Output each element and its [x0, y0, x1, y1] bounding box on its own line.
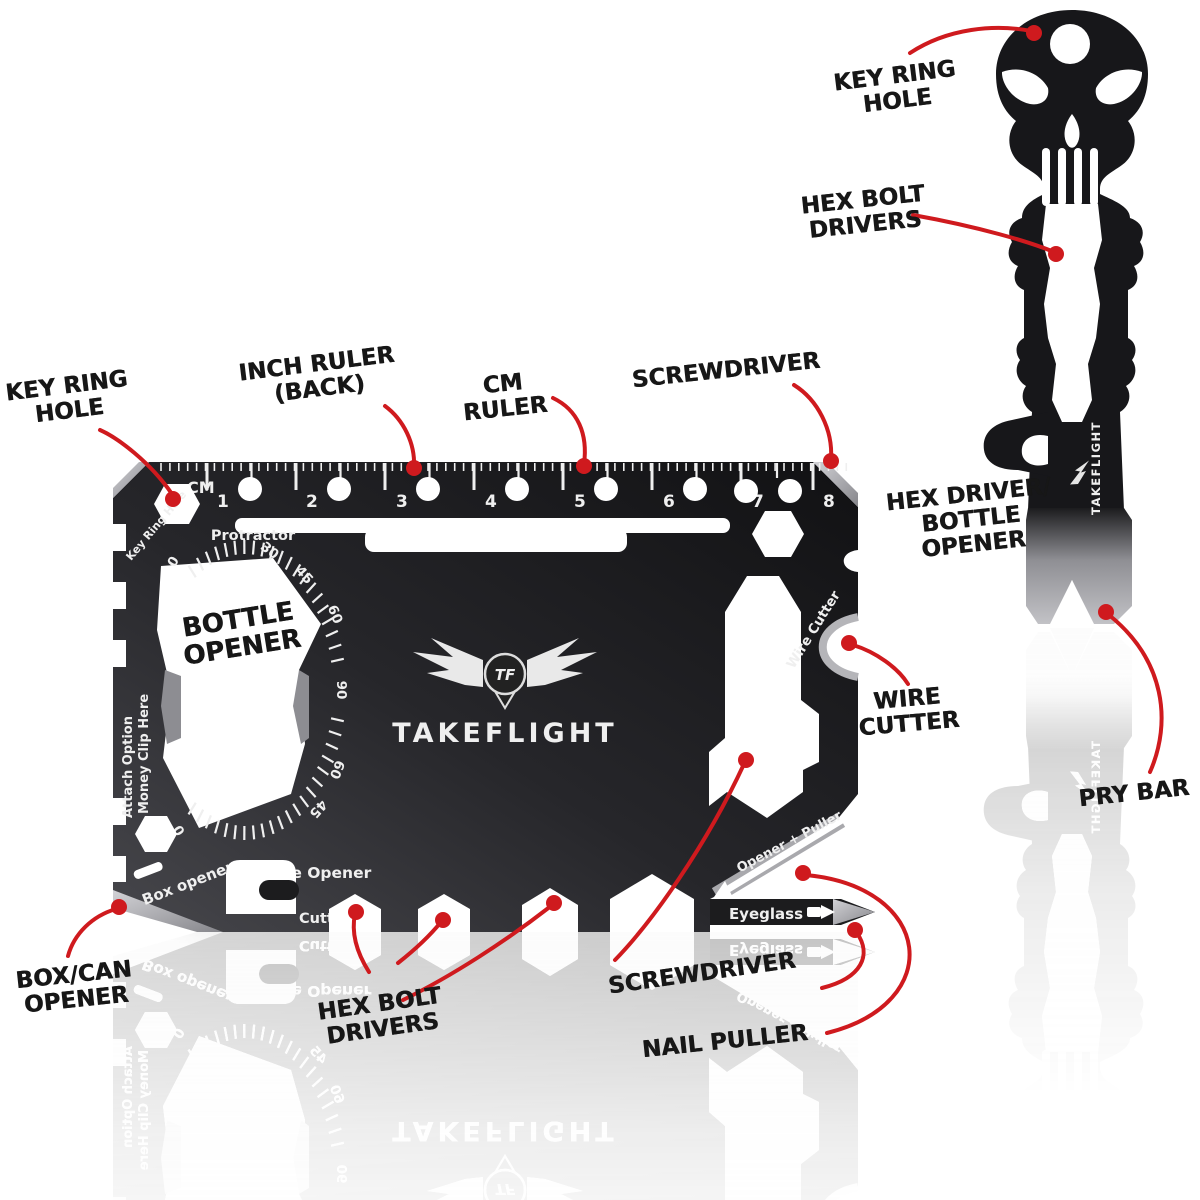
skull-eye-right	[1095, 69, 1142, 105]
card-bevel-top-right	[813, 462, 858, 507]
box-opener-blade	[113, 890, 223, 932]
bottle-opener-hook-right	[293, 670, 309, 744]
label-wire-cutter: WIRE CUTTER	[857, 683, 961, 742]
label-inch-ruler: INCH RULER (BACK)	[237, 341, 396, 408]
pry-bar-blade	[1026, 508, 1132, 624]
svg-text:90: 90	[333, 681, 349, 700]
protractor-label: Protractor	[211, 528, 296, 544]
label-card-key-ring-hole: KEY RING HOLE	[4, 365, 129, 429]
brand-name: TAKEFLIGHT	[392, 718, 617, 749]
bottle-opener-cutout	[157, 558, 321, 828]
svg-text:1: 1	[217, 492, 229, 512]
opener-mouth	[1021, 434, 1048, 466]
label-skull-key-ring-hole: KEY RING HOLE	[832, 55, 957, 119]
label-cm-ruler: CM RULER	[461, 369, 549, 427]
label-skull-hex-bolt-drivers: HEX BOLT DRIVERS	[799, 180, 926, 244]
box-opener-slot	[133, 862, 163, 879]
money-clip-notches	[113, 524, 126, 882]
cm-ruler-ticks	[160, 463, 848, 490]
key-brand-name: TAKEFLIGHT	[1089, 421, 1103, 515]
svg-text:Attach Option: Attach Option	[121, 716, 136, 818]
pry-bar-notch	[1050, 580, 1094, 628]
svg-text:7: 7	[752, 492, 764, 512]
key-brand: TAKEFLIGHT	[1070, 421, 1103, 515]
can-opener-tongue	[259, 880, 299, 900]
logo-wing-right	[527, 638, 597, 687]
svg-text:5: 5	[574, 492, 586, 512]
svg-text:60: 60	[326, 758, 348, 781]
multitool-card-svg: 1 2 3 4 5 6 7 8 CM Key Ring Hole	[113, 462, 875, 932]
skull-eye-left	[1002, 69, 1049, 105]
key-ring-hole	[1050, 24, 1090, 64]
svg-text:2: 2	[306, 492, 318, 512]
hex-cutout-bottom-left	[135, 816, 177, 852]
skull-key-tool-svg: TAKEFLIGHT	[983, 10, 1148, 628]
ruler-slot-step	[365, 528, 627, 552]
nail-puller-slot	[721, 808, 859, 895]
screwdriver-blade-cutout	[709, 576, 819, 818]
svg-text:8: 8	[823, 492, 835, 512]
bottle-opener-hook-left	[161, 670, 181, 744]
skull-key-reflection	[982, 628, 1162, 1200]
logo-wing-left	[413, 638, 483, 687]
skull-nose	[1064, 114, 1080, 148]
arrow-box-can-opener	[66, 907, 118, 958]
hex-cutout-top-right	[752, 511, 804, 557]
arrow-cm-ruler	[551, 396, 587, 466]
skull-teeth	[1042, 148, 1098, 206]
arrow-screwdriver-top	[792, 383, 834, 461]
eyeglass-caption: Eyeglass	[729, 905, 803, 923]
brand-logo: TF TAKEFLIGHT	[392, 638, 617, 749]
svg-text:3: 3	[396, 492, 408, 512]
cm-unit-label: CM	[187, 478, 215, 497]
label-screwdriver-top: SCREWDRIVER	[630, 347, 822, 394]
logo-monogram: TF	[495, 666, 516, 684]
wire-cutter-notch	[818, 613, 859, 681]
key-brand-lightning-icon	[1070, 460, 1089, 485]
money-clip-caption: Attach Option Money Clip Here	[121, 694, 152, 818]
svg-text:6: 6	[663, 492, 675, 512]
svg-text:60: 60	[324, 603, 346, 626]
svg-text:Money Clip Here: Money Clip Here	[137, 694, 152, 814]
svg-text:4: 4	[485, 492, 497, 512]
ruler-holes	[238, 477, 802, 503]
arrow-inch-ruler	[383, 404, 417, 468]
skull-head	[996, 10, 1148, 206]
logo-circle	[483, 652, 527, 696]
protractor-ticks	[187, 539, 345, 841]
cm-ruler-numbers: 1 2 3 4 5 6 7 8	[217, 492, 835, 512]
